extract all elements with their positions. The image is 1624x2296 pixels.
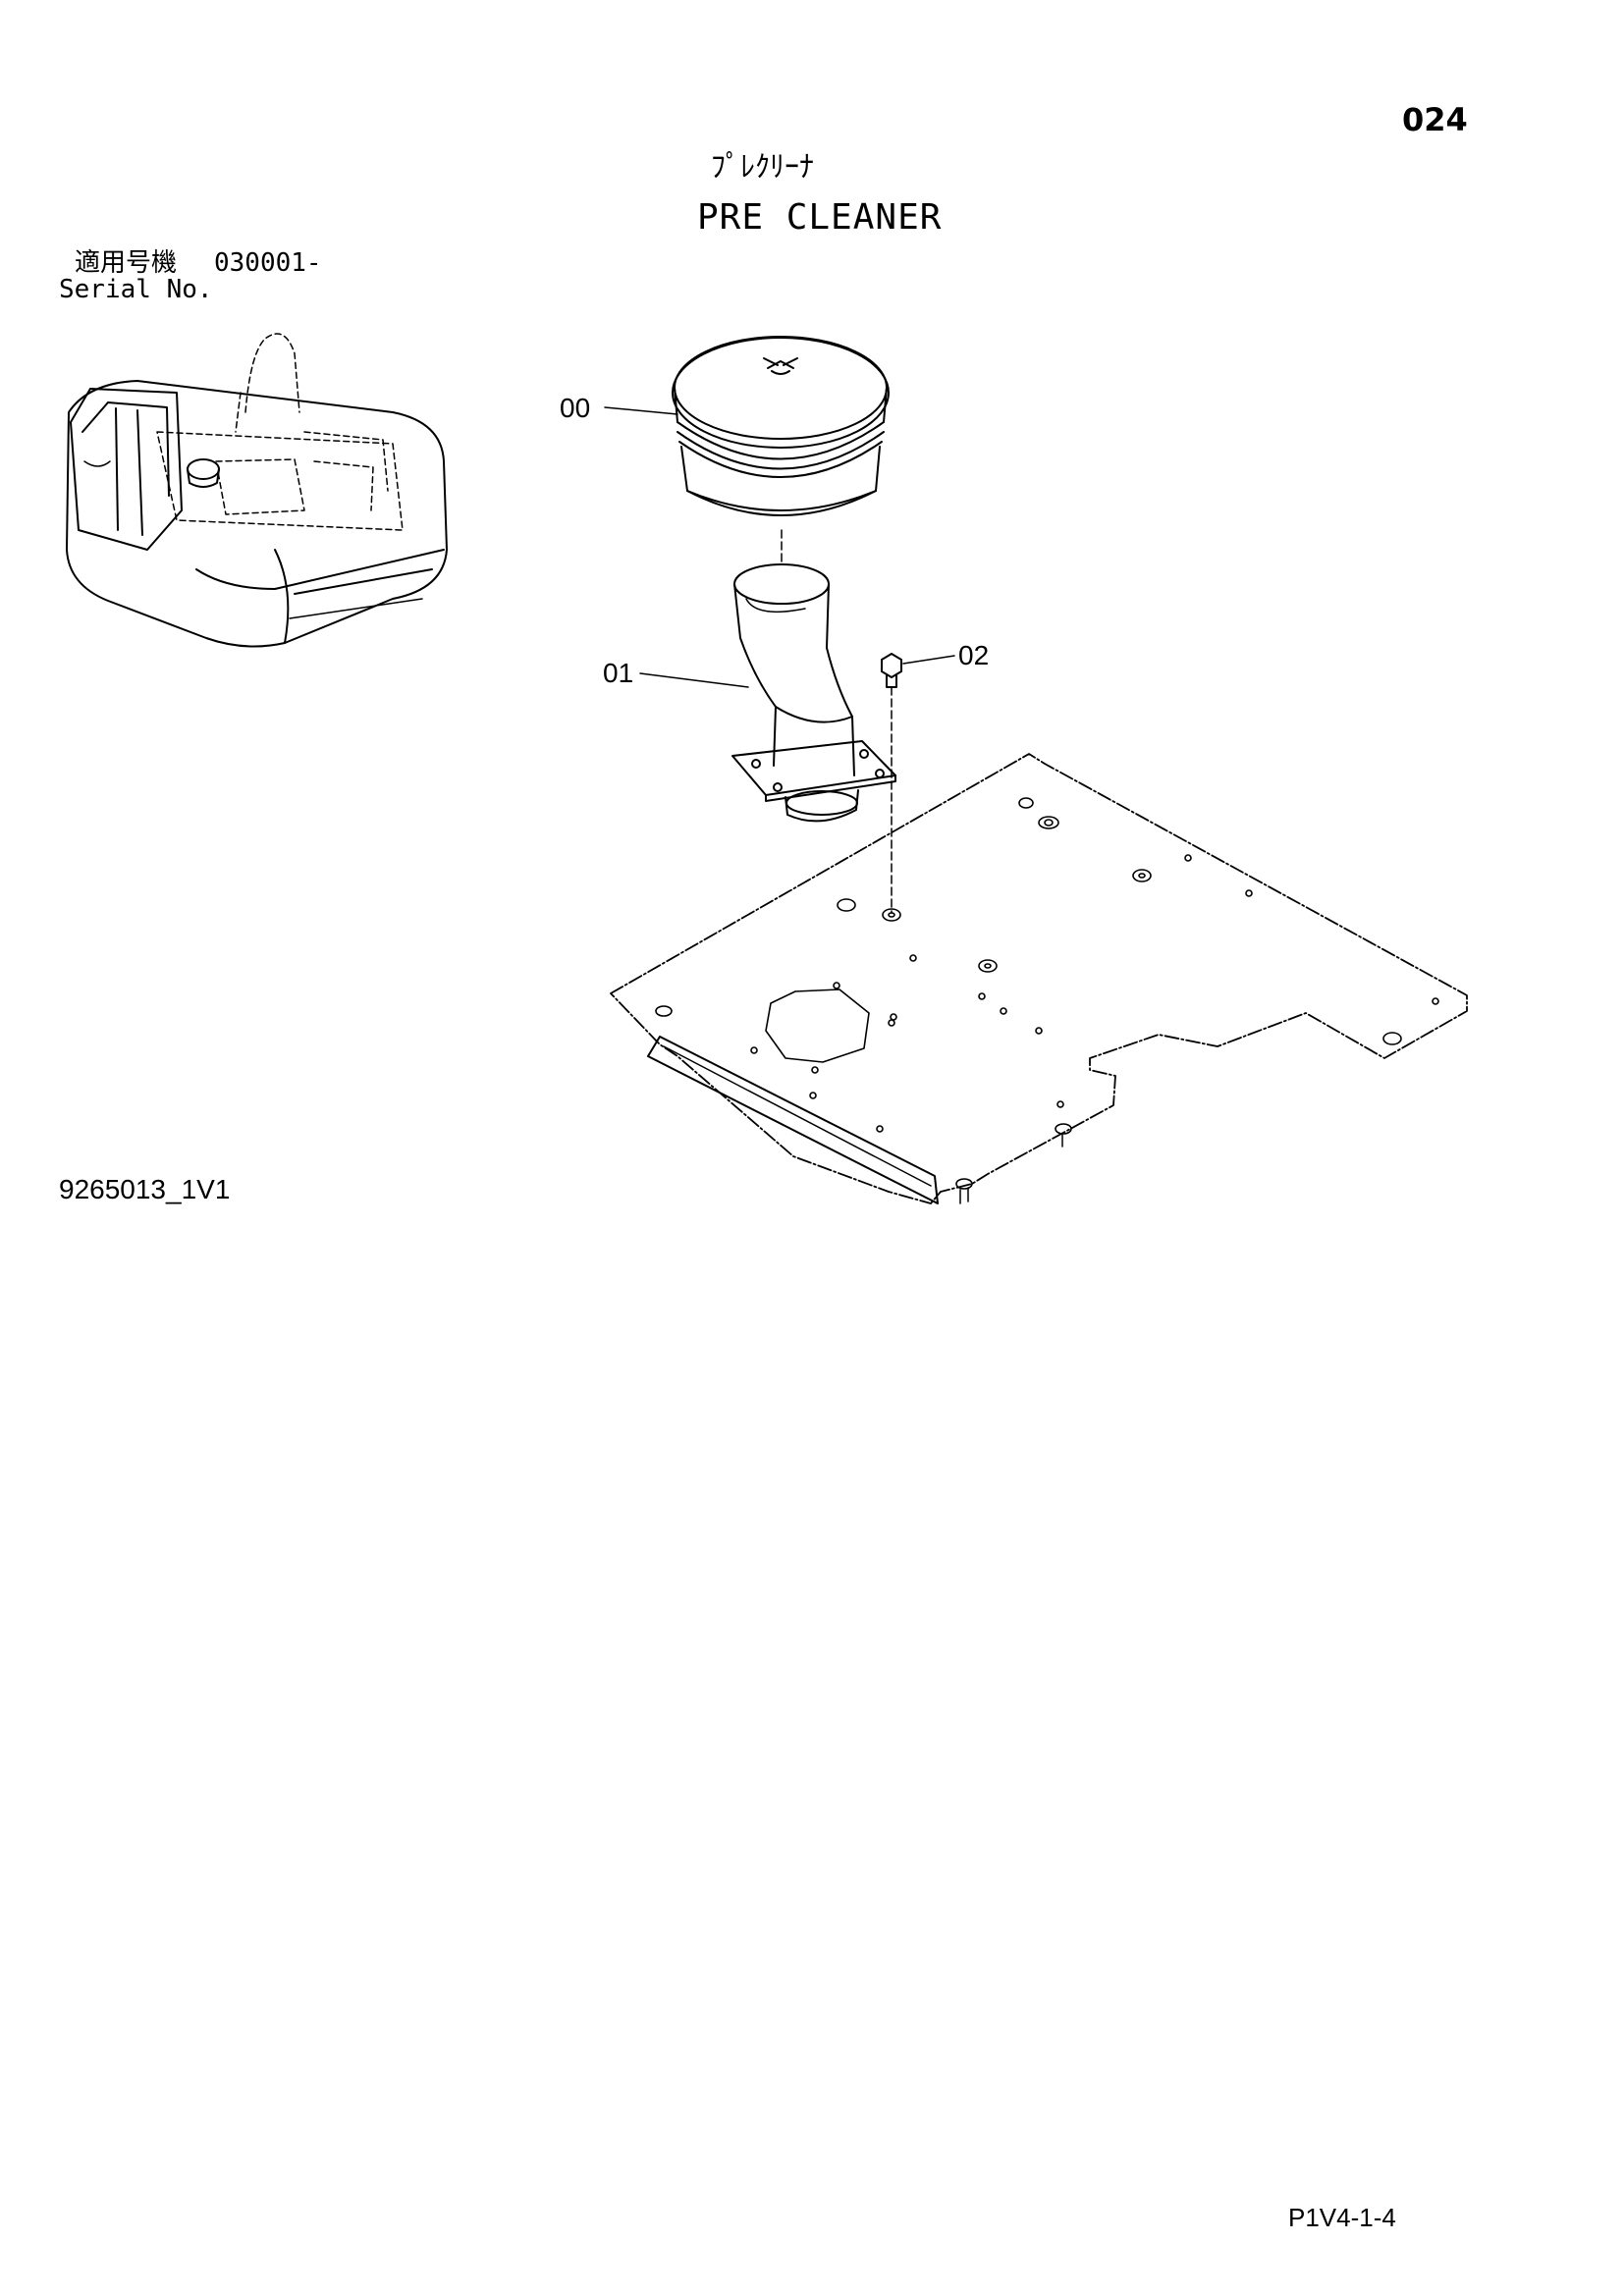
page-number: 024 (1402, 101, 1468, 138)
serial-label-japanese: 適用号機 (75, 248, 178, 278)
callout-02: 02 (958, 640, 990, 670)
elbow-pipe-part-01 (639, 563, 896, 823)
serial-label-english: Serial No. (59, 275, 213, 304)
page-reference: P1V4-1-4 (1288, 2203, 1396, 2232)
title-japanese: ﾌﾟﾚｸﾘｰﾅ (711, 150, 814, 185)
serial-number-value: 030001- (214, 248, 322, 278)
base-plate (610, 753, 1468, 1204)
callout-00: 00 (560, 393, 591, 423)
title-english: PRE CLEANER (697, 197, 943, 238)
machine-locator-sketch (66, 333, 448, 648)
drawing-id: 9265013_1V1 (59, 1174, 231, 1204)
bolt-part-02 (881, 653, 955, 914)
pre-cleaner-bowl-part-00 (604, 336, 890, 516)
callout-01: 01 (603, 658, 634, 688)
